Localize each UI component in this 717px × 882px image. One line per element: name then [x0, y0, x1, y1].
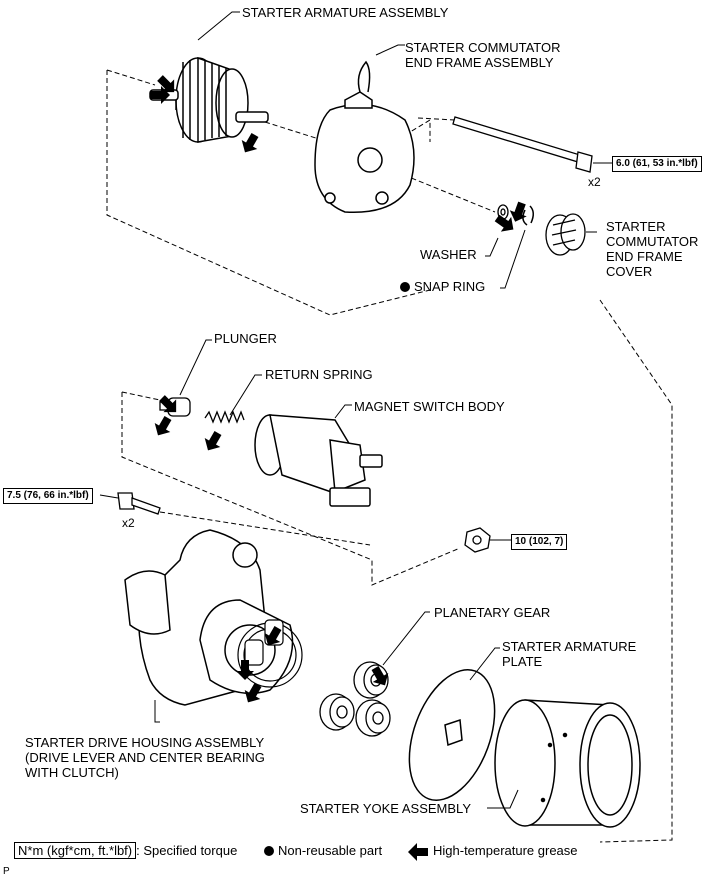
- label-end-frame-cover: STARTER COMMUTATOR END FRAME COVER: [606, 219, 699, 279]
- label-planetary-gear: PLANETARY GEAR: [434, 605, 551, 620]
- torque-housing-bolt: 7.5 (76, 66 in.*lbf): [3, 488, 93, 504]
- qty-through-bolt: x2: [588, 175, 601, 189]
- label-drive-housing-assembly: STARTER DRIVE HOUSING ASSEMBLY (DRIVE LE…: [25, 735, 265, 780]
- torque-through-bolt: 6.0 (61, 53 in.*lbf): [612, 156, 702, 172]
- starter-armature: [149, 56, 269, 143]
- footer-code: P: [3, 866, 10, 877]
- magnet-switch-body: [254, 414, 383, 507]
- label-snap-ring: SNAP RING: [400, 279, 485, 294]
- legend-grease: High-temperature grease: [433, 843, 578, 858]
- internal-gear: [237, 619, 303, 688]
- label-magnet-switch-body: MAGNET SWITCH BODY: [354, 399, 505, 414]
- torque-terminal-nut: 10 (102, 7): [511, 534, 568, 550]
- label-yoke-assembly: STARTER YOKE ASSEMBLY: [300, 801, 471, 816]
- drive-housing: [124, 529, 294, 706]
- guide-lines: [106, 69, 673, 843]
- through-bolt: [452, 116, 593, 173]
- snap-ring: [522, 205, 534, 226]
- label-return-spring: RETURN SPRING: [265, 367, 373, 382]
- label-washer: WASHER: [420, 247, 477, 262]
- label-armature-plate: STARTER ARMATURE PLATE: [502, 639, 637, 669]
- label-starter-armature-assembly: STARTER ARMATURE ASSEMBLY: [242, 5, 449, 20]
- commutator-end-frame: [314, 60, 415, 214]
- legend-torque-units: N*m (kgf*cm, ft.*lbf): [14, 842, 137, 859]
- yoke: [494, 699, 641, 828]
- qty-housing-bolt: x2: [122, 516, 135, 530]
- terminal-nut: [464, 527, 491, 553]
- label-plunger: PLUNGER: [214, 331, 277, 346]
- legend-non-reusable: Non-reusable part: [264, 843, 382, 858]
- armature-plate: [408, 669, 496, 801]
- housing-bolt: [117, 492, 161, 515]
- non-reusable-dot-icon: [400, 282, 410, 292]
- non-reusable-dot-icon: [264, 846, 274, 856]
- legend-torque: N*m (kgf*cm, ft.*lbf): Specified torque: [14, 842, 237, 859]
- return-spring: [204, 410, 245, 424]
- label-commutator-end-frame-assembly: STARTER COMMUTATOR END FRAME ASSEMBLY: [405, 40, 561, 70]
- end-frame-cover: [545, 213, 586, 256]
